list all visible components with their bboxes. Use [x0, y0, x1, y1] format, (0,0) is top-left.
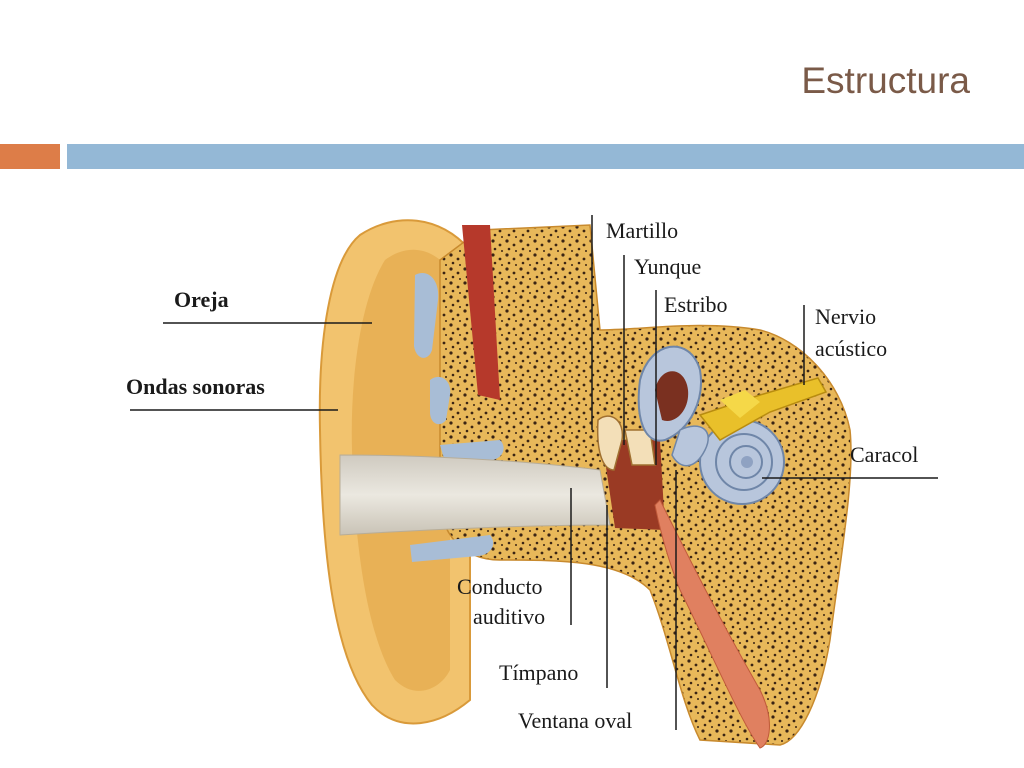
- label-conducto: Conducto: [457, 574, 543, 599]
- label-timpano: Tímpano: [499, 660, 578, 685]
- label-oreja: Oreja: [174, 287, 229, 312]
- accent-bar-orange: [0, 144, 60, 169]
- label-caracol: Caracol: [850, 442, 918, 467]
- label-estribo: Estribo: [664, 292, 728, 317]
- label-auditivo: auditivo: [473, 604, 545, 629]
- label-ondas-sonoras: Ondas sonoras: [126, 374, 265, 399]
- ossicles: [596, 415, 656, 471]
- label-nervio: Nervio: [815, 304, 876, 329]
- eustachian-tube: [654, 499, 770, 749]
- cartilage-4: [410, 535, 494, 562]
- label-martillo: Martillo: [606, 218, 678, 243]
- auditory-nerve: [698, 377, 828, 441]
- blood-vessel: [462, 225, 500, 400]
- leader-lines: [130, 215, 938, 730]
- cartilage-1: [414, 272, 439, 358]
- cartilage-3: [440, 440, 504, 462]
- ear-canal: [339, 454, 611, 536]
- slide-title: Estructura: [801, 60, 970, 101]
- label-yunque: Yunque: [634, 254, 701, 279]
- accent-bar-blue: [67, 144, 1024, 169]
- cartilage-2: [430, 376, 451, 425]
- label-acustico: acústico: [815, 336, 887, 361]
- label-ventana-oval: Ventana oval: [518, 708, 632, 733]
